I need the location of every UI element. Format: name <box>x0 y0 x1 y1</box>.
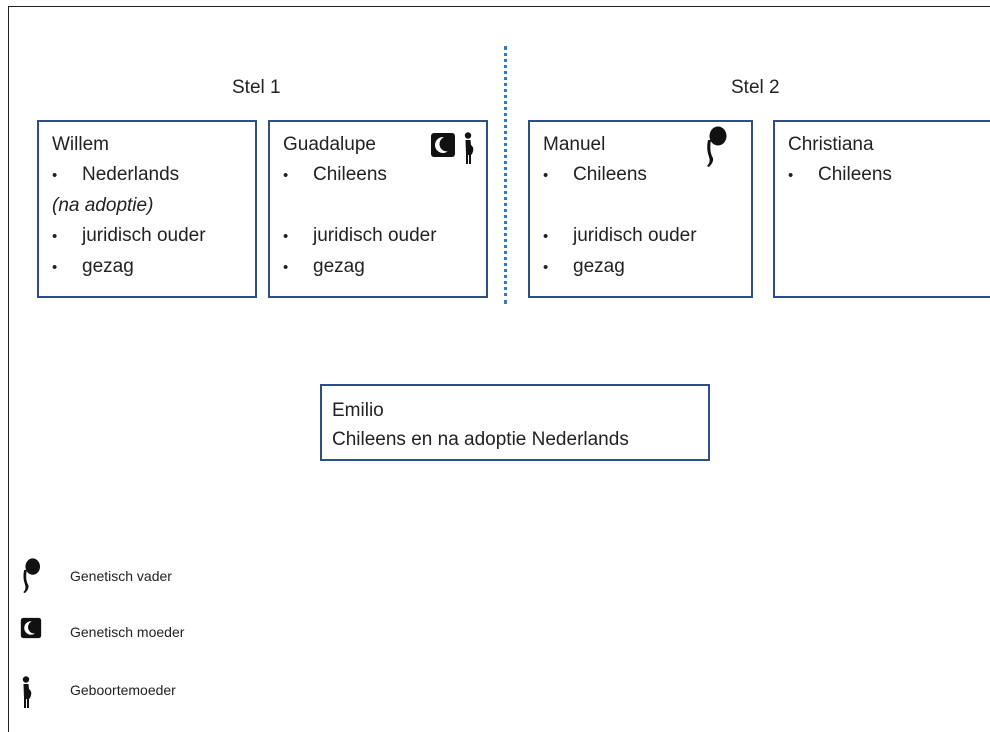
legend-label-genetic-father: Genetisch vader <box>70 568 172 584</box>
person-box-manuel: Manuel •Chileens •juridisch ouder •gezag <box>528 120 753 298</box>
guadalupe-icons <box>430 132 476 164</box>
legend-label-birth-mother: Geboortemoeder <box>70 682 176 698</box>
legend-genetic-father <box>20 558 52 594</box>
manuel-icons <box>705 126 727 168</box>
genetic-mother-icon <box>431 133 455 157</box>
person-name: Willem <box>52 134 109 155</box>
nationality-item: •Chileens <box>788 164 892 185</box>
adoption-note: (na adoptie) <box>52 195 154 216</box>
person-box-christiana: Christiana •Chileens <box>773 120 990 298</box>
diagram-frame <box>8 6 990 732</box>
role-item: •gezag <box>543 256 625 277</box>
couples-divider <box>504 46 507 304</box>
person-name: Christiana <box>788 134 874 155</box>
person-box-willem: Willem •Nederlands (na adoptie) •juridis… <box>37 120 257 298</box>
child-box-emilio: Emilio Chileens en na adoptie Nederlands <box>320 384 710 461</box>
role-item: •gezag <box>52 256 134 277</box>
birth-mother-icon <box>22 676 32 708</box>
genetic-father-icon <box>707 126 727 167</box>
nationality-item: •Chileens <box>543 164 647 185</box>
role-item: •gezag <box>283 256 365 277</box>
legend-genetic-mother <box>20 617 52 639</box>
child-name: Emilio <box>332 400 384 421</box>
person-name: Manuel <box>543 134 606 155</box>
nationality-item: •Nederlands <box>52 164 180 185</box>
couple-1-title: Stel 1 <box>232 77 281 98</box>
role-item: •juridisch ouder <box>283 225 437 246</box>
genetic-father-icon <box>23 558 40 594</box>
child-nationality: Chileens en na adoptie Nederlands <box>332 429 629 450</box>
legend-label-genetic-mother: Genetisch moeder <box>70 624 185 640</box>
person-box-guadalupe: Guadalupe •Chileens •juridisch ouder •ge… <box>268 120 488 298</box>
couple-2-title: Stel 2 <box>731 77 780 98</box>
role-item: •juridisch ouder <box>543 225 697 246</box>
nationality-item: •Chileens <box>283 164 387 185</box>
legend-birth-mother <box>20 668 52 716</box>
birth-mother-icon <box>464 132 474 164</box>
genetic-mother-icon <box>20 617 42 639</box>
person-name: Guadalupe <box>283 134 376 155</box>
role-item: •juridisch ouder <box>52 225 206 246</box>
